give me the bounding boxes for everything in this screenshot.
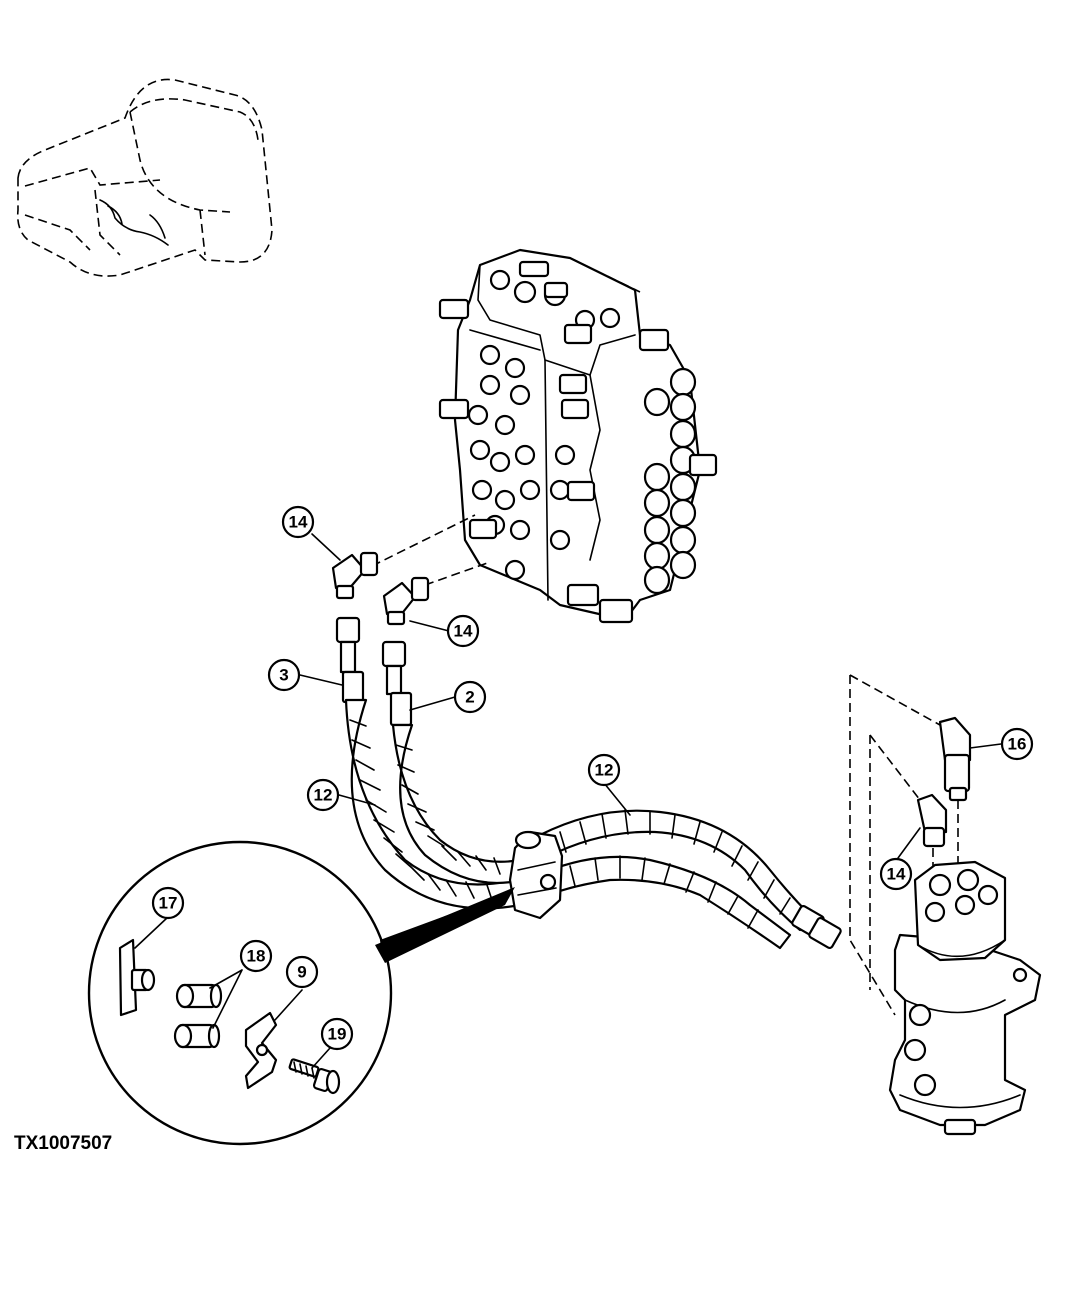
elbow-fitting-lower <box>382 576 430 626</box>
callout-label: 14 <box>454 622 473 641</box>
clamp-plate-17 <box>118 938 156 1017</box>
callout-12-right: 12 <box>587 753 621 787</box>
detail-inset <box>87 840 515 1146</box>
elbow-fitting-16 <box>938 716 972 802</box>
callout-label: 12 <box>314 786 333 805</box>
callout-label: 19 <box>328 1025 347 1044</box>
callout-14-lower: 14 <box>446 614 480 648</box>
callout-9: 9 <box>285 955 319 989</box>
bolt-19 <box>288 1058 341 1095</box>
callout-label: 14 <box>289 513 308 532</box>
swivel-joint <box>888 860 1042 1136</box>
callout-label: 2 <box>465 688 474 707</box>
callout-16: 16 <box>1000 727 1034 761</box>
callout-2: 2 <box>453 680 487 714</box>
callout-14-swivel: 14 <box>879 857 913 891</box>
hose-sleeve-right <box>538 809 842 950</box>
callout-label: 14 <box>887 865 906 884</box>
clamp-9 <box>244 1011 278 1090</box>
callout-label: 3 <box>279 666 288 685</box>
callout-18: 18 <box>239 939 273 973</box>
elbow-fitting-upper <box>331 551 379 600</box>
elbow-fitting-swivel-14 <box>916 793 948 848</box>
hose-clamp <box>508 830 564 920</box>
machine-locator-sketch <box>16 78 273 277</box>
valve-side-fittings <box>438 260 718 624</box>
callout-17: 17 <box>151 886 185 920</box>
hose-assembly-2 <box>381 640 413 727</box>
callout-label: 12 <box>595 761 614 780</box>
control-valve <box>438 248 718 624</box>
callout-19: 19 <box>320 1017 354 1051</box>
callout-label: 17 <box>159 894 178 913</box>
callout-14-upper: 14 <box>281 505 315 539</box>
hose-assembly-3 <box>335 616 365 704</box>
figure-id: TX1007507 <box>14 1133 113 1154</box>
callout-label: 16 <box>1008 735 1027 754</box>
callout-label: 9 <box>297 963 306 982</box>
leader-lines <box>134 533 1002 1069</box>
callout-label: 18 <box>247 947 266 966</box>
bushing-18 <box>173 983 223 1049</box>
callout-12-left: 12 <box>306 778 340 812</box>
callout-3: 3 <box>267 658 301 692</box>
